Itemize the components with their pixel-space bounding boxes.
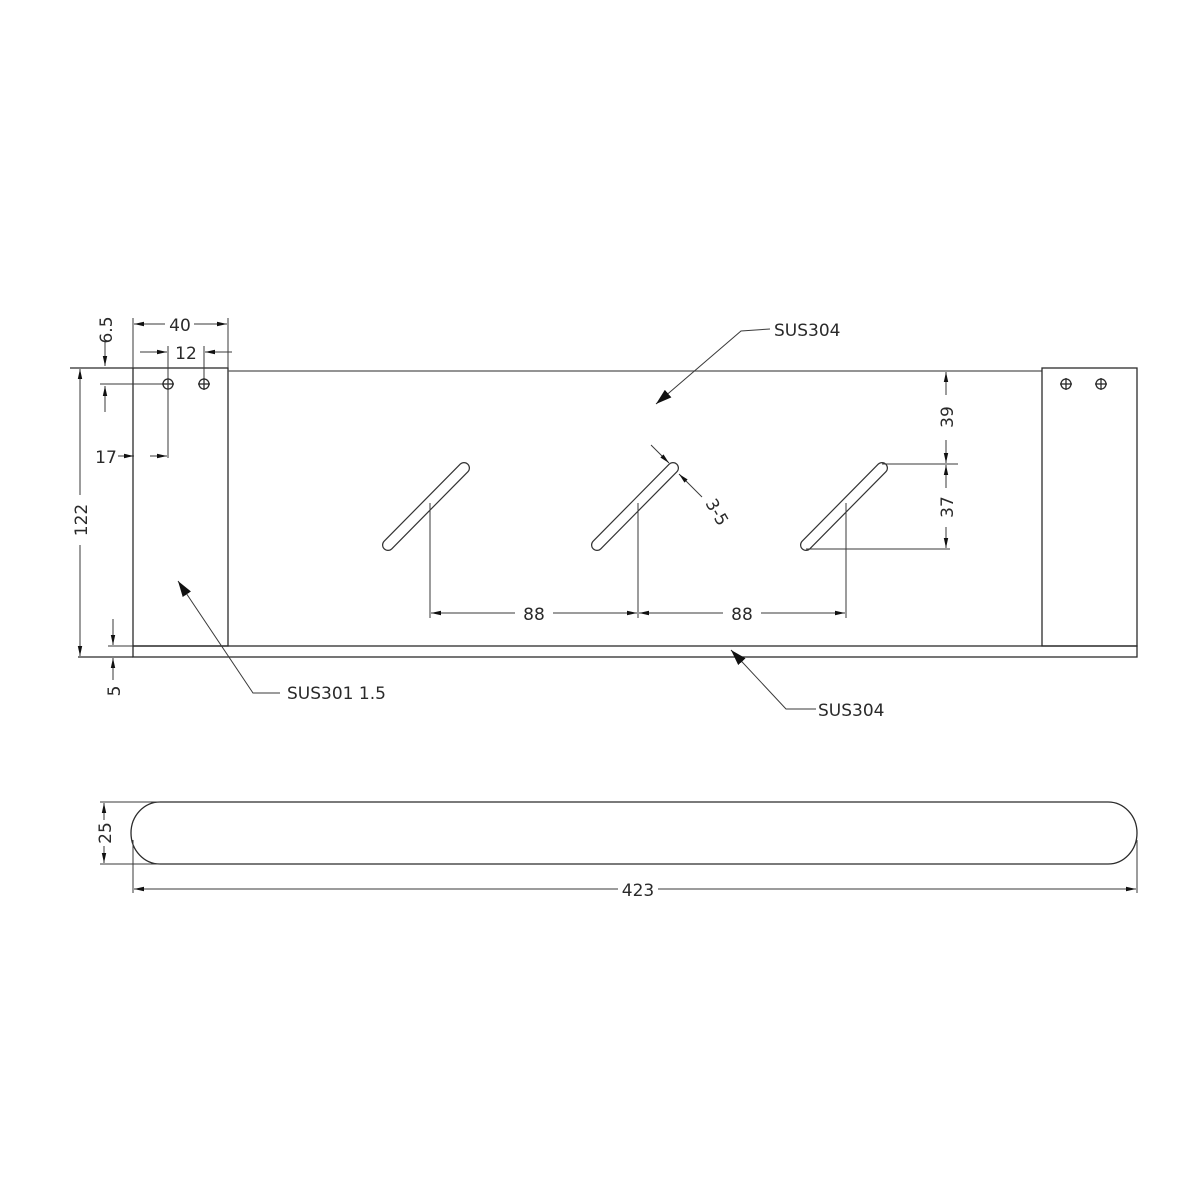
right-side-bracket: [1041, 367, 1138, 647]
dim-slot-span-label: 37: [938, 496, 958, 518]
dim-overall-length-label: 423: [622, 881, 654, 901]
dim-slot-vertical: 39 37: [806, 372, 958, 550]
callout-bottom-rail-label: SUS304: [818, 701, 884, 721]
dim-slot-top-label: 39: [938, 406, 958, 428]
callout-back-plate-label: SUS304: [774, 321, 840, 341]
dim-hole-from-edge: 17: [95, 448, 167, 468]
top-view: 25 423: [96, 801, 1138, 901]
mounting-hole-right-1: [1060, 378, 1072, 390]
dim-flange-width: 40: [132, 316, 229, 368]
angled-slot-2: [591, 462, 679, 551]
callout-back-plate: SUS304: [655, 321, 840, 405]
dim-depth-label: 25: [96, 822, 116, 844]
mounting-hole-right-2: [1095, 378, 1107, 390]
dim-hole-spacing: 12: [140, 344, 232, 458]
dim-base-thickness-label: 5: [105, 686, 125, 697]
bottom-rail: [132, 645, 1138, 658]
dim-slot-pitch: 88 88: [429, 503, 847, 625]
callout-side-bracket: SUS301 1.5: [177, 580, 386, 704]
dim-overall-height: 122: [72, 369, 92, 656]
dim-slot-pitch-1-label: 88: [523, 605, 545, 625]
dim-hole-from-edge-label: 17: [95, 448, 117, 468]
left-side-bracket: [132, 367, 229, 647]
dim-depth: 25: [96, 803, 116, 863]
callout-side-bracket-label: SUS301 1.5: [287, 684, 386, 704]
dim-slot-width: 3-5: [650, 444, 732, 530]
angled-slot-1: [382, 462, 470, 551]
dim-hole-spacing-label: 12: [175, 344, 197, 364]
front-view: 6.5 40 12 17 122: [70, 316, 1138, 721]
angled-slot-3: [800, 462, 888, 551]
dim-base-thickness: 5: [105, 619, 133, 696]
dim-overall-length: 423: [134, 881, 1136, 901]
dim-flange-width-label: 40: [169, 316, 191, 336]
callout-bottom-rail: SUS304: [730, 649, 884, 721]
mounting-hole-left-2: [198, 378, 210, 390]
dim-slot-pitch-2-label: 88: [731, 605, 753, 625]
top-view-outline: [130, 801, 1138, 865]
dim-slot-width-label: 3-5: [701, 495, 732, 529]
dim-overall-height-label: 122: [72, 504, 92, 536]
dim-top-offset: 6.5: [97, 316, 162, 412]
dim-top-offset-label: 6.5: [97, 316, 117, 343]
